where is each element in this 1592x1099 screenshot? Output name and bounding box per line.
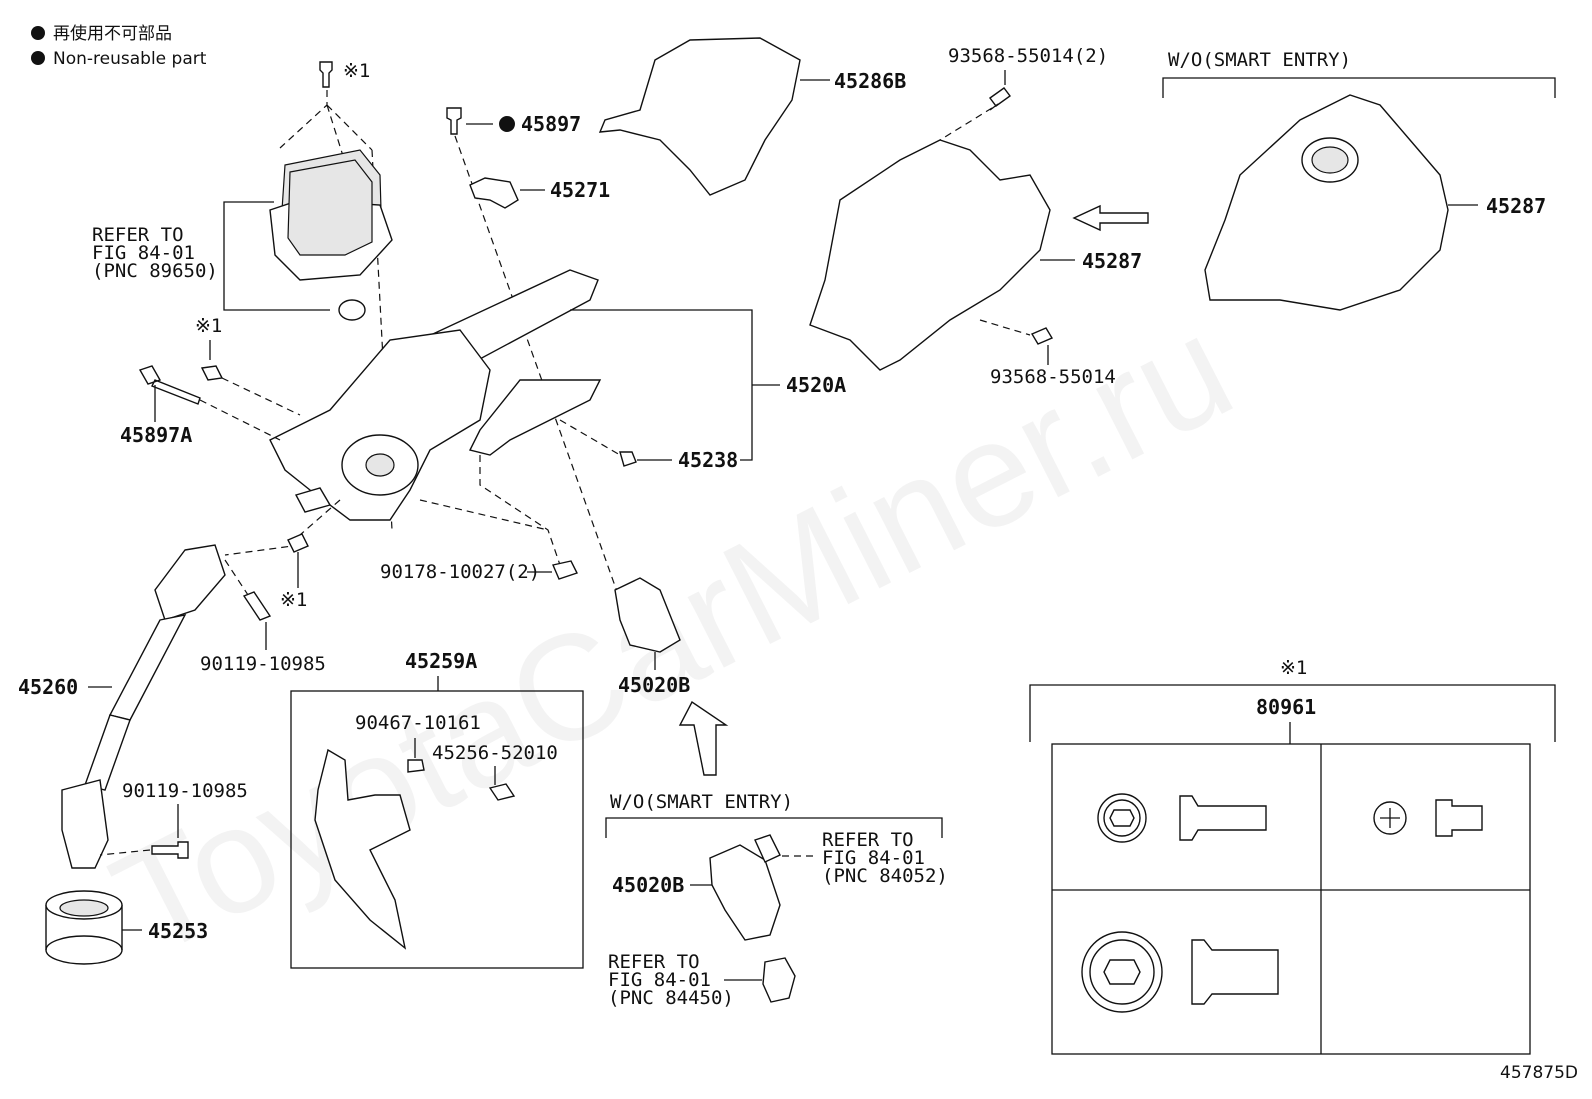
wo-smart-entry-top: W/O(SMART ENTRY) [1168,49,1351,71]
bracket-80961 [1029,684,1556,742]
part-45897-bolt[interactable]: 45897 [446,107,581,136]
refer-label-2c: (PNC 84052) [822,865,948,887]
label-4520A: 4520A [786,373,846,397]
bracket-wo-smart-entry-top [1162,77,1556,98]
label-45287-mid: 45287 [1082,249,1142,273]
part-90119-bolt-lower[interactable] [151,841,189,859]
refer-label-1b: FIG 84-01 [92,242,195,264]
non-reusable-dot-icon [31,51,45,65]
refer-label-3b: FIG 84-01 [608,969,711,991]
refer-label-1: REFER TO [92,224,184,246]
part-45020B-upper[interactable]: 45020B [614,577,690,697]
label-45897: 45897 [521,112,581,136]
label-93568-2: 93568-55014(2) [948,45,1108,67]
part-45287-mid-cover[interactable]: 45287 [809,139,1142,371]
label-90119-lower: 90119-10985 [122,780,248,802]
part-90467-clip[interactable] [407,759,425,773]
part-90119-bolt-upper[interactable] [242,591,272,621]
refer-label-1c: (PNC 89650) [92,260,218,282]
part-45256-clip[interactable] [488,783,516,801]
label-80961: 80961 [1256,695,1316,719]
part-90178-nut[interactable] [552,560,578,580]
bolt-top-note1[interactable]: ※1 [319,60,370,88]
refer-label-2b: FIG 84-01 [822,847,925,869]
part-45286B-cover[interactable]: 45286B [598,37,906,196]
kit-phillips-bolt[interactable] [1373,799,1483,837]
part-45271[interactable]: 45271 [469,177,610,209]
non-reusable-dot-icon [499,116,515,132]
label-45260: 45260 [18,675,78,699]
part-45260-shaft[interactable]: 45260 [18,544,226,869]
kit-hex-bolt-small[interactable] [1097,793,1267,843]
refer-label-3: REFER TO [608,951,700,973]
part-4520A-column[interactable] [269,269,602,521]
label-93568: 93568-55014 [990,366,1116,388]
bracket-refer-89650 [223,201,330,311]
label-45287-right: 45287 [1486,194,1546,218]
bolt-note1-lower[interactable] [287,533,309,553]
refer-label-2: REFER TO [822,829,914,851]
label-45259A: 45259A [405,649,477,673]
bolt-note1-left[interactable] [200,365,224,381]
part-45238-clip[interactable] [619,451,637,467]
wo-smart-entry-bottom: W/O(SMART ENTRY) [610,791,793,813]
legend: 再使用不可部品 Non-reusable part [31,23,207,69]
part-45259A-cover[interactable] [314,748,411,950]
kit-80961-grid [1051,743,1531,1055]
label-45253: 45253 [148,919,208,943]
screw-93568-bottom[interactable] [1030,327,1054,345]
label-90178: 90178-10027(2) [380,561,540,583]
legend-english: Non-reusable part [53,49,207,69]
note1-mark-kit: ※1 [1280,657,1307,679]
label-45271: 45271 [550,178,610,202]
label-90119-upper: 90119-10985 [200,653,326,675]
box-45259A [290,690,584,969]
label-90467: 90467-10161 [355,712,481,734]
label-45020B-lower: 45020B [612,873,684,897]
arrow-up-icon [678,700,729,776]
part-84450-connector[interactable] [762,957,796,1003]
label-45020B-upper: 45020B [618,673,690,697]
label-45256: 45256-52010 [432,742,558,764]
non-reusable-dot-icon [31,26,45,40]
note1-mark-left: ※1 [195,315,222,337]
part-45897A-bolt[interactable]: 45897A [120,365,201,447]
label-45897A: 45897A [120,423,192,447]
part-45253-boot[interactable]: 45253 [45,890,208,965]
eps-motor-part[interactable] [269,149,393,321]
label-45238: 45238 [678,448,738,472]
bracket-wo-smart-entry-bottom [605,817,943,838]
legend-japanese: 再使用不可部品 [53,23,172,44]
diagram-id: 457875D [1500,1063,1578,1083]
arrow-left-icon [1072,204,1149,232]
note1-mark: ※1 [343,60,370,82]
part-45287-right-cover[interactable]: 45287 [1204,94,1546,311]
refer-label-3c: (PNC 84450) [608,987,734,1009]
screw-93568-top[interactable] [989,87,1011,111]
kit-hex-bolt-large[interactable] [1081,931,1279,1013]
bracket-4520A [570,309,780,461]
label-45286B: 45286B [834,69,906,93]
part-45020B-lower[interactable]: 45020B [612,834,781,941]
note1-mark-lower: ※1 [280,589,307,611]
